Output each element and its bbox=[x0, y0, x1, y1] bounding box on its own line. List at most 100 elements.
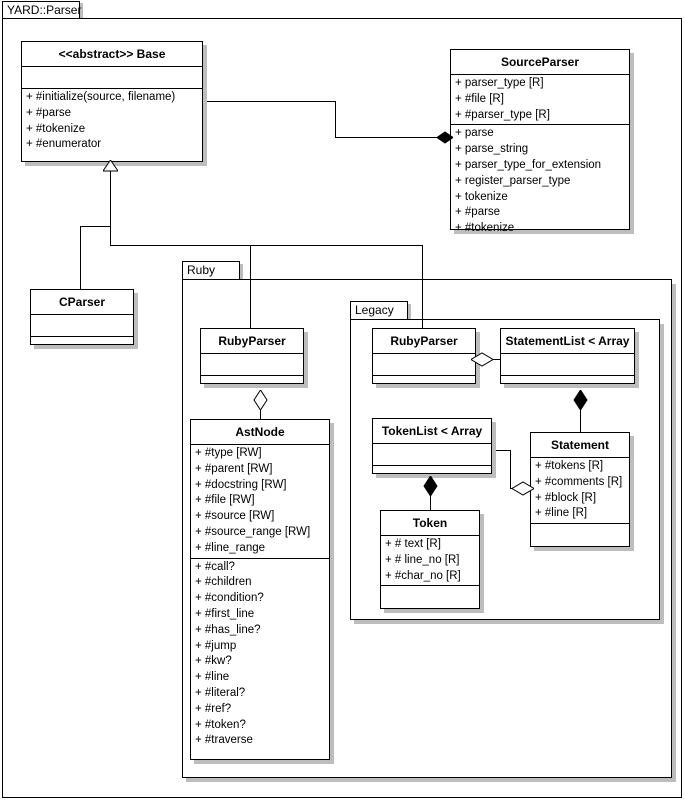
astnode-class-title: AstNode bbox=[191, 420, 329, 445]
class-token-list[interactable]: TokenList < Array bbox=[372, 418, 492, 474]
legacy-package-tab-shadow bbox=[407, 304, 411, 321]
link-rubyparser-drop bbox=[250, 245, 251, 328]
link-legacy-rubyparser-drop bbox=[422, 245, 423, 328]
legacy-package-shadow-bottom bbox=[354, 620, 664, 624]
statement-class-title: Statement bbox=[531, 433, 629, 458]
class-member: + #jump bbox=[195, 639, 237, 652]
class-member: + #line_range bbox=[195, 541, 266, 554]
class-member: + #file [R] bbox=[455, 92, 504, 105]
link-base-sourceparser-seg1 bbox=[202, 101, 335, 102]
link-statement-tokenlist-seg2 bbox=[510, 450, 511, 488]
class-ruby-rubyparser[interactable]: RubyParser bbox=[200, 328, 304, 384]
class-member: + #first_line bbox=[195, 607, 255, 620]
statementlist-class-title: StatementList < Array bbox=[501, 329, 634, 354]
link-base-sourceparser-seg3 bbox=[335, 137, 443, 138]
class-member: + #char_no [R] bbox=[385, 569, 461, 582]
class-member: + parse_string bbox=[455, 143, 529, 156]
aggregation-diamond-statementlist bbox=[471, 352, 493, 367]
rubyparser-operations-compartment bbox=[201, 376, 303, 397]
class-member: + #enumerator bbox=[26, 138, 102, 151]
composition-diamond-sourceparser bbox=[437, 131, 453, 144]
ruby-package-tab: Ruby bbox=[182, 261, 240, 280]
base-class-title: <<abstract>> Base bbox=[22, 42, 202, 67]
class-member: + #literal? bbox=[195, 686, 246, 699]
class-member: + #parent [RW] bbox=[195, 462, 273, 475]
statement-attributes-compartment: + #tokens [R] + #comments [R] + #block [… bbox=[531, 458, 629, 525]
statement-operations-compartment bbox=[531, 524, 629, 545]
sourceparser-attributes-compartment: + parser_type [R] + #file [R] + #parser_… bbox=[451, 75, 629, 126]
class-member: + #docstring [RW] bbox=[195, 478, 287, 491]
class-member: + #children bbox=[195, 576, 252, 589]
composition-diamond-statement bbox=[573, 390, 588, 410]
legacy-rubyparser-attributes-compartment bbox=[373, 354, 475, 376]
class-base[interactable]: <<abstract>> Base + #initialize(source, … bbox=[21, 41, 203, 162]
class-member: + #call? bbox=[195, 560, 235, 573]
class-astnode[interactable]: AstNode + #type [RW] + #parent [RW] + #d… bbox=[190, 419, 330, 760]
token-class-title: Token bbox=[381, 511, 479, 536]
aggregation-diamond-astnode bbox=[253, 390, 268, 410]
legacy-package-shadow bbox=[660, 324, 664, 624]
class-member: + #kw? bbox=[195, 655, 232, 668]
composition-diamond-token bbox=[423, 476, 438, 496]
cparser-operations-compartment bbox=[31, 337, 133, 358]
class-member: + #tokens [R] bbox=[535, 460, 604, 472]
astnode-operations-compartment: + #call? + #children + #condition? + #fi… bbox=[191, 559, 329, 751]
link-base-sourceparser-seg2 bbox=[335, 101, 336, 137]
class-member: + #parser_type [R] bbox=[455, 108, 550, 121]
class-legacy-rubyparser[interactable]: RubyParser bbox=[372, 328, 476, 384]
aggregation-diamond-statement-tokens bbox=[512, 481, 534, 496]
class-member: + #block [R] bbox=[535, 491, 597, 504]
class-member: + #tokenize bbox=[26, 122, 86, 135]
legacy-package-tab: Legacy bbox=[350, 301, 408, 320]
class-member: + #ref? bbox=[195, 702, 232, 715]
class-member: + #type [RW] bbox=[195, 447, 262, 459]
class-member: + register_parser_type bbox=[455, 174, 571, 187]
class-member: + #initialize(source, filename) bbox=[26, 91, 176, 103]
statementlist-attributes-compartment bbox=[501, 354, 634, 376]
ruby-package-shadow-bottom bbox=[186, 778, 676, 782]
class-member: + #condition? bbox=[195, 592, 264, 605]
legacy-rubyparser-operations-compartment bbox=[373, 376, 475, 397]
ruby-package-shadow bbox=[672, 284, 676, 782]
class-member: + #parse bbox=[26, 106, 72, 119]
sourceparser-operations-compartment: + parse + parse_string + parser_type_for… bbox=[451, 125, 629, 238]
outer-package-tab-shadow bbox=[79, 3, 83, 20]
outer-package-label: YARD::Parser bbox=[7, 3, 82, 17]
class-member: + #tokenize bbox=[455, 222, 515, 235]
link-cparser-drop bbox=[80, 226, 81, 289]
class-statement[interactable]: Statement + #tokens [R] + #comments [R] … bbox=[530, 432, 630, 547]
statementlist-operations-compartment bbox=[501, 376, 634, 397]
class-member: + #file [RW] bbox=[195, 494, 255, 507]
link-inheritance-branch-left bbox=[80, 226, 111, 227]
class-member: + #parse bbox=[455, 206, 501, 219]
class-member: + #line bbox=[195, 671, 230, 684]
token-attributes-compartment: + # text [R] + # line_no [R] + #char_no … bbox=[381, 536, 479, 587]
outer-package-tab: YARD::Parser bbox=[2, 1, 82, 19]
token-operations-compartment bbox=[381, 586, 479, 607]
class-member: + parser_type_for_extension bbox=[455, 158, 602, 171]
class-statement-list[interactable]: StatementList < Array bbox=[500, 328, 635, 384]
cparser-attributes-compartment bbox=[31, 315, 133, 337]
astnode-attributes-compartment: + #type [RW] + #parent [RW] + #docstring… bbox=[191, 445, 329, 559]
class-member: + # line_no [R] bbox=[385, 553, 460, 566]
class-member: + #comments [R] bbox=[535, 475, 623, 488]
class-cparser[interactable]: CParser bbox=[30, 289, 134, 345]
legacy-package-label: Legacy bbox=[355, 303, 394, 317]
sourceparser-class-title: SourceParser bbox=[451, 50, 629, 75]
class-member: + tokenize bbox=[455, 190, 508, 203]
link-inheritance-branch-right bbox=[110, 245, 423, 246]
ruby-package-label: Ruby bbox=[187, 263, 216, 277]
class-member: + #source_range [RW] bbox=[195, 525, 311, 538]
legacy-rubyparser-class-title: RubyParser bbox=[373, 329, 475, 354]
class-member: + #traverse bbox=[195, 734, 253, 747]
base-attributes-compartment bbox=[22, 67, 202, 89]
generalization-triangle-base bbox=[103, 160, 118, 172]
rubyparser-attributes-compartment bbox=[201, 354, 303, 376]
class-token[interactable]: Token + # text [R] + # line_no [R] + #ch… bbox=[380, 510, 480, 609]
class-member: + #has_line? bbox=[195, 623, 261, 636]
class-member: + parser_type [R] bbox=[455, 77, 544, 89]
class-member: + #token? bbox=[195, 718, 246, 731]
class-source-parser[interactable]: SourceParser + parser_type [R] + #file [… bbox=[450, 49, 630, 234]
class-member: + parse bbox=[455, 127, 494, 140]
